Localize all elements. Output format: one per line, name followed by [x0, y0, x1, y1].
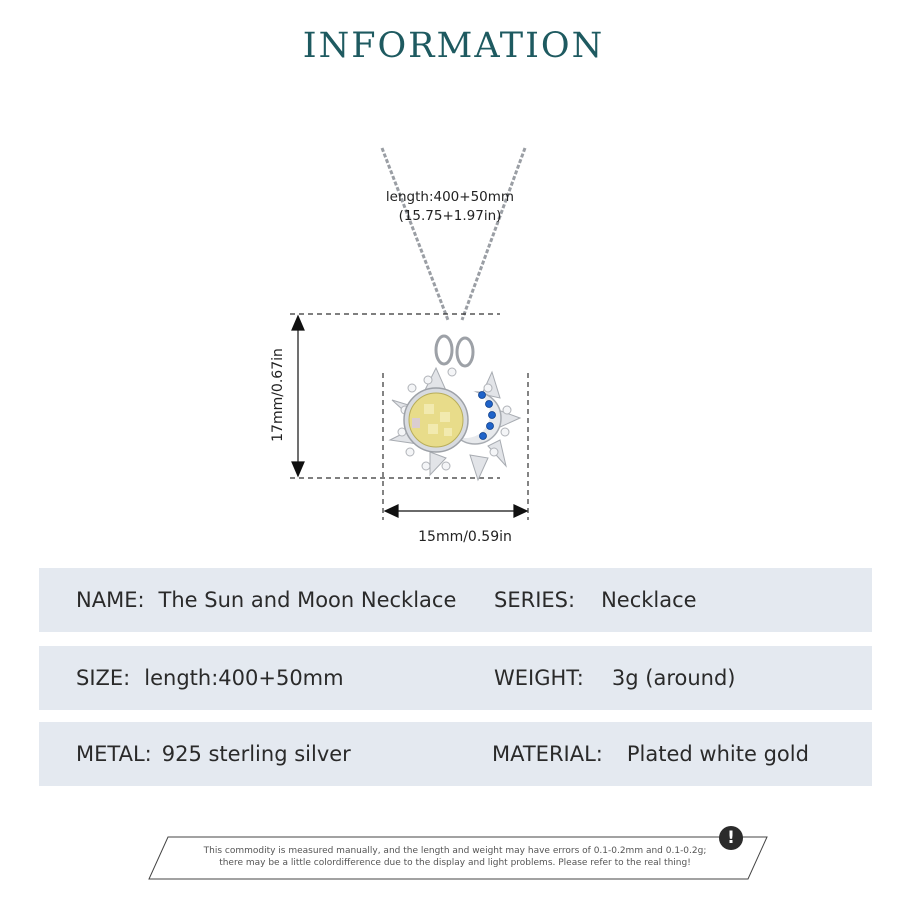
chain-length-inches: (15.75+1.97in): [398, 208, 502, 224]
notice-line-2: there may be a little colordifference du…: [219, 858, 691, 868]
chain-length-label: length:400+50mm (15.75+1.97in): [360, 188, 540, 226]
spec-weight: WEIGHT: 3g (around): [494, 646, 735, 710]
notice-text: This commodity is measured manually, and…: [170, 845, 740, 869]
notice-frame: [148, 836, 768, 880]
blue-stones: [478, 391, 496, 440]
spec-value: Plated white gold: [626, 742, 809, 766]
spec-value: The Sun and Moon Necklace: [158, 588, 457, 612]
spec-row-metal: METAL: 925 sterling silver MATERIAL: Pla…: [39, 722, 872, 786]
spec-key: MATERIAL:: [492, 742, 603, 766]
height-label: 17mm/0.67in: [270, 348, 286, 442]
spec-value: 3g (around): [611, 666, 736, 690]
pendant-bails: [434, 334, 475, 368]
spec-size: SIZE: length:400+50mm: [76, 646, 344, 710]
spec-series: SERIES: Necklace: [494, 568, 697, 632]
spec-key: SERIES:: [494, 588, 576, 612]
notice-line-1: This commodity is measured manually, and…: [203, 846, 707, 856]
spec-row-name: NAME: The Sun and Moon Necklace SERIES: …: [39, 568, 872, 632]
main-yellow-stone: [403, 387, 469, 453]
sun-rays: [388, 366, 522, 482]
small-crystals: [397, 367, 512, 471]
height-arrow: [291, 314, 305, 478]
spec-key: WEIGHT:: [494, 666, 584, 690]
spec-name: NAME: The Sun and Moon Necklace: [76, 568, 456, 632]
spec-value: length:400+50mm: [144, 666, 344, 690]
width-label: 15mm/0.59in: [418, 529, 512, 545]
necklace-illustration: [290, 147, 529, 520]
spec-key: NAME:: [76, 588, 145, 612]
page-title: INFORMATION: [302, 26, 605, 66]
width-arrow: [383, 504, 529, 518]
chain-length-mm: length:400+50mm: [385, 189, 515, 205]
spec-metal: METAL: 925 sterling silver: [76, 722, 351, 786]
spec-key: SIZE:: [76, 666, 131, 690]
spec-row-size: SIZE: length:400+50mm WEIGHT: 3g (around…: [39, 646, 872, 710]
spec-material: MATERIAL: Plated white gold: [492, 722, 809, 786]
dimension-lines: [290, 313, 529, 520]
spec-value: 925 sterling silver: [161, 742, 351, 766]
exclamation-icon: !: [719, 826, 743, 850]
spec-value: Necklace: [601, 588, 697, 612]
chain: [380, 147, 527, 321]
spec-key: METAL:: [76, 742, 152, 766]
